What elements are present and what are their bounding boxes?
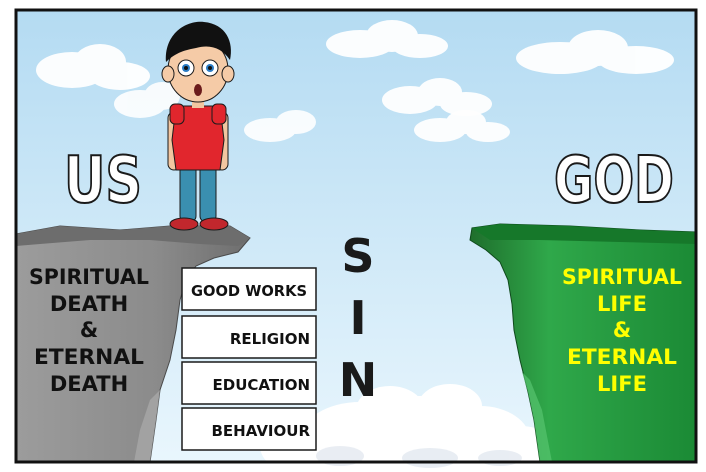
left-cliff-text: SPIRITUAL DEATH & ETERNAL DEATH xyxy=(29,265,149,396)
left-text-line-3: & xyxy=(80,318,98,342)
left-text-line-4: ETERNAL xyxy=(34,345,144,369)
right-text-line-5: LIFE xyxy=(597,372,647,396)
attempt-box-behaviour: BEHAVIOUR xyxy=(181,407,317,451)
cloud-icon xyxy=(244,110,316,142)
sin-letter-s: S xyxy=(341,229,374,283)
left-text-line-2: DEATH xyxy=(50,292,128,316)
attempt-box-label: BEHAVIOUR xyxy=(212,422,311,440)
right-text-line-4: ETERNAL xyxy=(567,345,677,369)
attempt-box-good-works: GOOD WORKS xyxy=(181,267,317,311)
attempt-box-label: GOOD WORKS xyxy=(191,282,307,300)
right-text-line-3: & xyxy=(613,318,631,342)
right-cliff-text: SPIRITUAL LIFE & ETERNAL LIFE xyxy=(562,265,682,396)
cloud-icon xyxy=(516,30,674,74)
us-label: US xyxy=(64,144,142,218)
left-text-line-1: SPIRITUAL xyxy=(29,265,149,289)
cloud-icon xyxy=(326,20,448,58)
sin-letter-i: I xyxy=(349,291,366,345)
boy-standing-surprised-icon xyxy=(161,21,235,231)
attempt-box-education: EDUCATION xyxy=(181,361,317,405)
right-text-line-1: SPIRITUAL xyxy=(562,265,682,289)
sin-word: S I N xyxy=(339,229,378,407)
cloud-icon xyxy=(382,78,492,116)
god-label: GOD xyxy=(554,144,674,218)
sin-letter-n: N xyxy=(339,353,378,407)
cloud-icon xyxy=(414,110,510,142)
attempt-box-label: EDUCATION xyxy=(213,376,310,394)
cloud-icon xyxy=(114,82,180,118)
frame-border xyxy=(14,8,698,464)
left-text-line-5: DEATH xyxy=(50,372,128,396)
attempt-box-label: RELIGION xyxy=(230,330,310,348)
right-text-line-2: LIFE xyxy=(597,292,647,316)
attempt-box-religion: RELIGION xyxy=(181,315,317,359)
cloud-icon xyxy=(36,44,150,90)
